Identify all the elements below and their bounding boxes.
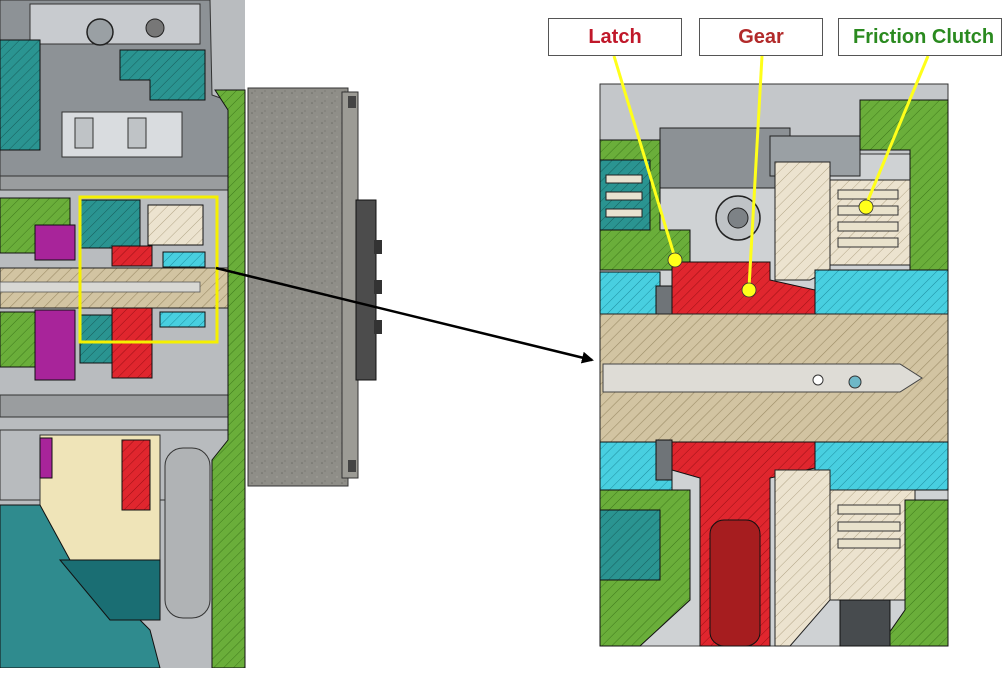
latch-label-text: Latch xyxy=(588,25,642,48)
magenta-part-lower xyxy=(34,309,76,381)
latch-leader-line xyxy=(612,55,677,259)
friction-plate-b2 xyxy=(837,521,901,532)
bolt-1 xyxy=(348,96,356,108)
magenta-part-bottom xyxy=(39,437,53,479)
bolt-head xyxy=(86,18,114,46)
plate-3 xyxy=(605,208,643,218)
teal-housing-top-left xyxy=(0,39,41,151)
valve-block xyxy=(29,3,201,45)
callout-lines xyxy=(612,55,930,298)
bolt-2 xyxy=(348,460,356,472)
detail-piston-bore xyxy=(659,127,791,189)
plate-2 xyxy=(605,191,643,201)
bolt-3 xyxy=(374,240,382,254)
friction-plate-b1 xyxy=(837,504,901,515)
gear-marker-dot xyxy=(741,282,757,298)
clutch-hub-upper xyxy=(147,204,204,246)
detail-bearing-inner xyxy=(727,207,749,229)
piston-2 xyxy=(127,117,147,149)
cyan-ring-upper-left xyxy=(162,251,206,268)
magenta-part-upper xyxy=(34,224,76,261)
plate-1 xyxy=(605,174,643,184)
detail-cyan-ring-top-right xyxy=(814,269,949,315)
detail-dark-block xyxy=(839,599,891,647)
teal-base-inner xyxy=(58,559,161,621)
oil-hole-1 xyxy=(812,374,824,386)
zoom-arrow xyxy=(215,266,594,364)
clutch-marker-dot xyxy=(858,199,874,215)
gear-leader-line xyxy=(747,55,764,289)
detail-shaft-bore xyxy=(602,363,923,393)
green-housing-wall xyxy=(211,89,246,669)
cyan-ring-lower-left xyxy=(159,311,206,328)
oil-hole-2 xyxy=(848,375,862,389)
detail-latch-bottom xyxy=(655,439,673,481)
bolt-head-2 xyxy=(145,18,165,38)
friction-plate-3 xyxy=(837,221,899,232)
teal-housing-top-mid xyxy=(119,49,206,101)
detail-cyan-ring-top-left xyxy=(599,271,661,315)
latch-label: Latch xyxy=(548,18,682,56)
friction-clutch-label: Friction Clutch xyxy=(838,18,1002,56)
piston-1 xyxy=(74,117,94,149)
right-detail-section xyxy=(599,83,949,647)
lower-shaft xyxy=(0,394,246,418)
friction-clutch-label-text: Friction Clutch xyxy=(853,25,995,48)
clutch-leader-line xyxy=(864,55,930,206)
bolt-5 xyxy=(374,320,382,334)
gear-label: Gear xyxy=(699,18,823,56)
friction-plate-4 xyxy=(837,237,899,248)
latch-marker-dot xyxy=(667,252,683,268)
detail-clutch-hub-top xyxy=(774,161,831,281)
detail-cyan-ring-bottom-right xyxy=(814,441,949,491)
friction-plate-b3 xyxy=(837,538,901,549)
detail-teal-clutch-bottom-left xyxy=(599,509,661,581)
bolt-4 xyxy=(374,280,382,294)
detail-gear-web xyxy=(709,519,761,647)
left-overview-section xyxy=(0,0,382,669)
gear-label-text: Gear xyxy=(738,25,784,48)
detail-green-housing-bottom xyxy=(879,499,949,647)
upper-shaft xyxy=(0,175,246,191)
lower-piston xyxy=(164,447,211,619)
gear-bottom xyxy=(121,439,151,511)
detail-clutch-hub-bottom xyxy=(774,469,831,647)
hub-flange xyxy=(355,199,377,381)
shaft-bore xyxy=(0,281,201,293)
clutch-pack-upper-mid xyxy=(79,199,141,249)
gear-upper-left xyxy=(111,245,153,267)
